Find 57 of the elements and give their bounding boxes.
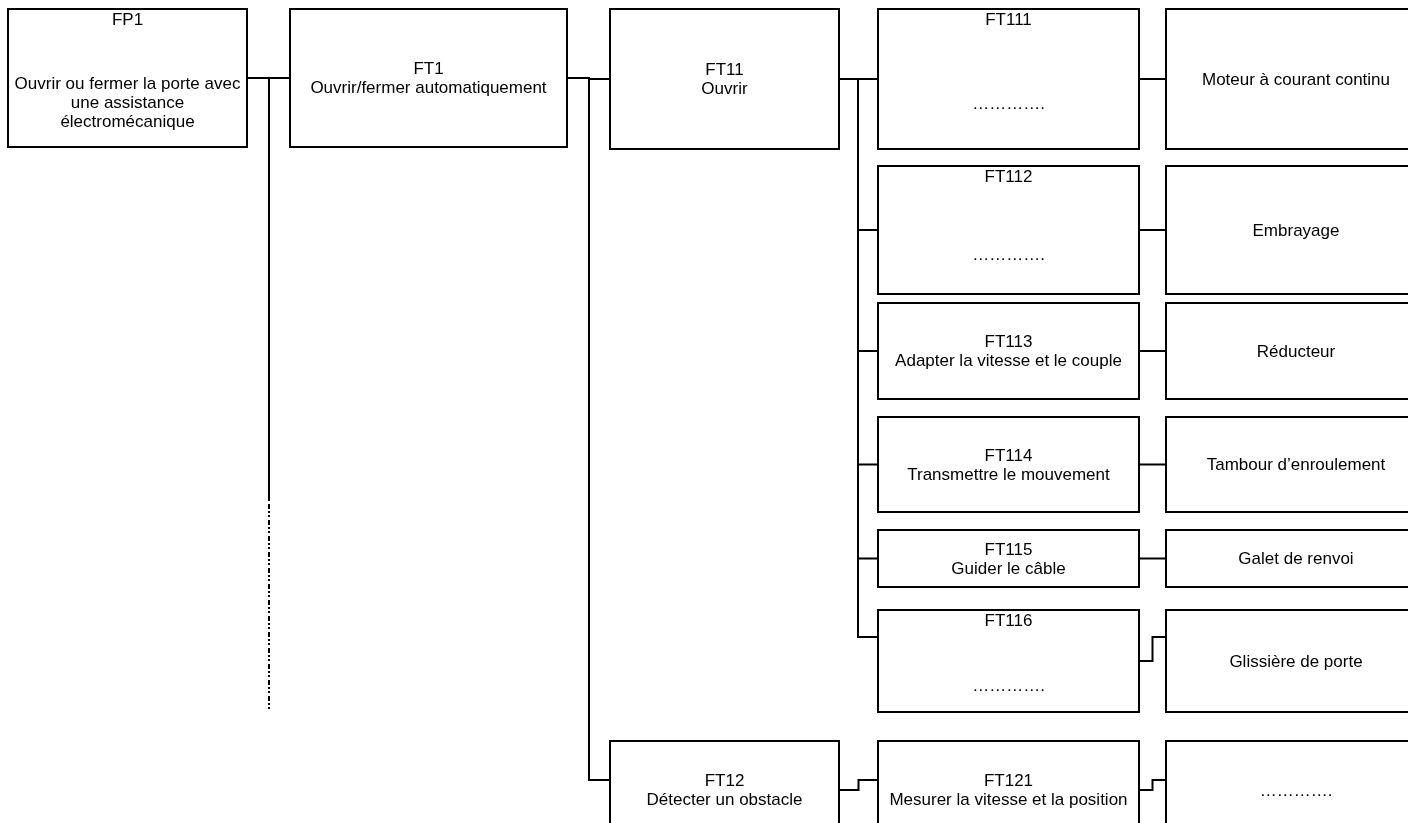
solution-label: Embrayage (1251, 220, 1341, 240)
function-box (289, 8, 568, 148)
function-code: FT11 (704, 60, 745, 79)
solution-label: Réducteur (1255, 341, 1337, 361)
connector-line (1139, 636, 1166, 662)
function-code: FP1 (110, 10, 145, 29)
function-box (877, 165, 1140, 295)
function-description: Ouvrir ou fermer la porte avec une assistance électromécanique (13, 74, 242, 131)
function-code: FT114 (983, 445, 1034, 465)
function-code: FT113 (983, 332, 1034, 351)
function-box (877, 8, 1140, 150)
function-description: Adapter la vitesse et le couple (894, 351, 1123, 370)
solution-box (1165, 8, 1408, 150)
function-code: FT121 (982, 771, 1035, 790)
function-code: FT1 (412, 59, 445, 78)
solution-box (1165, 740, 1408, 823)
solution-label: Tambour d’enroulement (1205, 455, 1387, 474)
function-description: Mesurer la vitesse et la position (888, 790, 1129, 809)
function-description: …………. (971, 245, 1046, 264)
function-code: FT112 (983, 167, 1034, 186)
connector-line (839, 779, 878, 791)
connector-line (1139, 78, 1166, 80)
function-code: FT12 (703, 771, 746, 790)
connector-line (1139, 463, 1166, 466)
function-box (877, 740, 1140, 823)
connector-line (1139, 557, 1166, 560)
function-description: …………. (971, 94, 1046, 113)
solution-label: Galet de renvoi (1237, 549, 1355, 568)
function-box (877, 416, 1140, 513)
function-code: FT116 (983, 611, 1034, 630)
solution-box (1165, 302, 1408, 400)
solution-box (1165, 529, 1408, 588)
solution-label: Glissière de porte (1228, 651, 1364, 671)
connector-line (1139, 350, 1166, 352)
solution-label: Moteur à courant continu (1200, 69, 1392, 89)
connector-line (1139, 229, 1166, 231)
function-description: Transmettre le mouvement (906, 464, 1111, 484)
function-box (877, 302, 1140, 400)
function-code: FT115 (983, 539, 1034, 559)
solution-box (1165, 165, 1408, 295)
function-description: …………. (971, 676, 1046, 695)
function-code: FT111 (984, 10, 1033, 29)
function-description: Guider le câble (950, 558, 1067, 578)
function-description: Ouvrir (700, 79, 749, 98)
connector-line (567, 77, 610, 781)
solution-label: …………. (1258, 780, 1334, 800)
function-description: Ouvrir/fermer automatiquement (309, 78, 548, 97)
function-box (609, 740, 840, 823)
connector-line (247, 77, 270, 711)
solution-box (1165, 416, 1408, 513)
connector-line (1139, 779, 1166, 791)
solution-box (1165, 609, 1408, 713)
function-box (877, 609, 1140, 713)
function-description: Détecter un obstacle (645, 790, 804, 809)
function-box (877, 529, 1140, 588)
function-box (7, 8, 248, 148)
function-box (609, 8, 840, 150)
